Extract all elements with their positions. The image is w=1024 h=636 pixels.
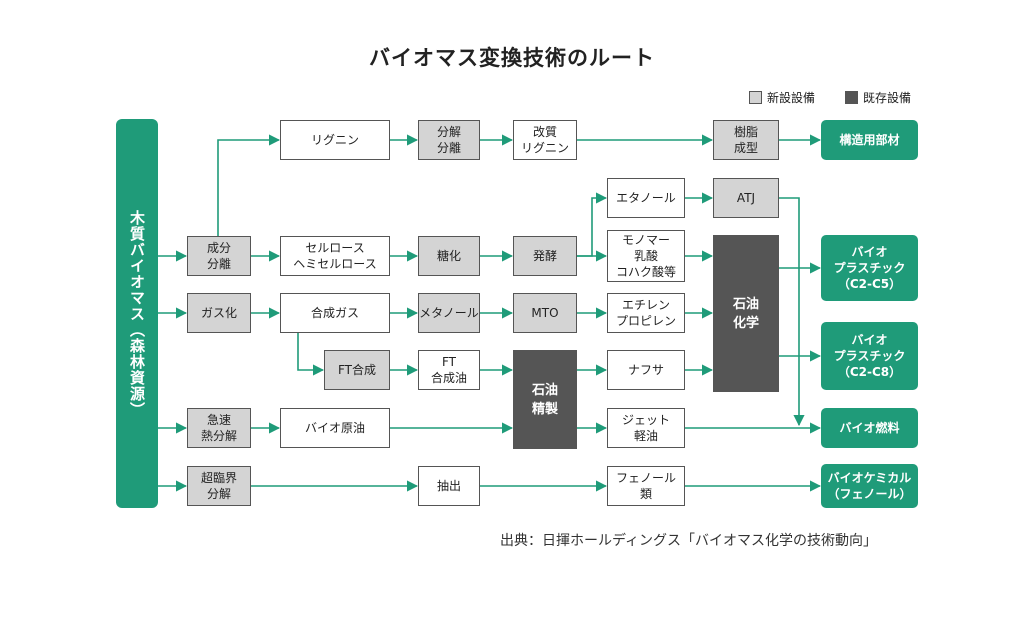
node-kaishitsu-lignin: 改質 リグニン [513,120,577,160]
node-phenol-rui: フェノール 類 [607,466,685,506]
legend-new-label: 新設設備 [767,91,816,105]
node-seibun-bunri: 成分 分離 [187,236,251,276]
legend-existing-swatch [845,91,858,104]
node-ethanol: エタノール [607,178,685,218]
node-ft-gousei: FT合成 [324,350,390,390]
node-bio-genyu: バイオ原油 [280,408,390,448]
legend-existing-equipment: 既存設備 [845,89,911,106]
arrow-hakkou-ethanol [577,192,608,257]
node-naphtha: ナフサ [607,350,685,390]
node-lignin: リグニン [280,120,390,160]
target-plastic-c2c8: バイオ プラスチック （C2-C8） [821,322,918,390]
node-jushi-seikei: 樹脂 成型 [713,120,779,160]
node-kyusoku-netsubunkai: 急速 熱分解 [187,408,251,448]
arrow-atj-fuel [779,197,805,427]
node-sekiyu-kagaku: 石油 化学 [713,235,779,392]
target-kouzou-buzai: 構造用部材 [821,120,918,160]
node-gousei-gas: 合成ガス [280,293,390,333]
node-chourinkai-bunkai: 超臨界 分解 [187,466,251,506]
source-biomass: 木質バイオマス（森林資源） [116,119,158,508]
node-ethylene: エチレン プロピレン [607,293,685,333]
node-hakkou: 発酵 [513,236,577,276]
node-ft-gouseiyu: FT 合成油 [418,350,480,390]
node-cellulose: セルロース ヘミセルロース [280,236,390,276]
legend-existing-label: 既存設備 [863,91,912,105]
node-touka: 糖化 [418,236,480,276]
legend-new-swatch [749,91,762,104]
arrow-seibun-lignin [217,134,281,236]
node-sekiyu-seisei: 石油 精製 [513,350,577,449]
target-plastic-c2c5: バイオ プラスチック （C2-C5） [821,235,918,301]
node-jet-keiyu: ジェット 軽油 [607,408,685,448]
arrow-gousei-ft [297,333,325,376]
legend-new-equipment: 新設設備 [749,89,815,106]
node-atj: ATJ [713,178,779,218]
source-caption: 出典：日揮ホールディングス「バイオマス化学の技術動向」 [500,533,878,549]
target-bio-chemical: バイオケミカル （フェノール） [821,464,918,508]
diagram-title: バイオマス変換技術のルート [369,46,655,70]
node-gasuka: ガス化 [187,293,251,333]
node-bunkai-bunri: 分解 分離 [418,120,480,160]
node-methanol: メタノール [418,293,480,333]
target-bio-fuel: バイオ燃料 [821,408,918,448]
node-chuushutsu: 抽出 [418,466,480,506]
node-mto: MTO [513,293,577,333]
node-monomer: モノマー 乳酸 コハク酸等 [607,230,685,282]
